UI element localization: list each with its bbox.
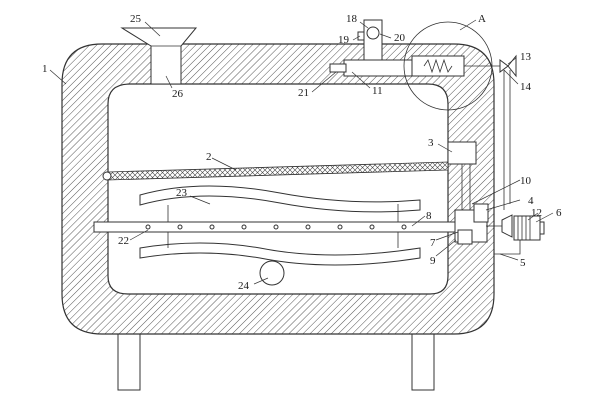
label-12: 12 <box>531 207 542 219</box>
pump-body <box>363 19 383 61</box>
label-9: 9 <box>430 255 436 267</box>
label-21: 21 <box>298 87 309 99</box>
label-7: 7 <box>430 237 436 249</box>
label-23: 23 <box>176 187 188 199</box>
lower-guide-plate <box>139 242 421 266</box>
spray-holes <box>145 224 407 230</box>
pump-wheel <box>366 26 380 40</box>
bearing-seat <box>457 229 473 245</box>
housing-wall <box>61 43 495 335</box>
label-6: 6 <box>556 207 562 219</box>
label-10: 10 <box>520 175 532 187</box>
label-1: 1 <box>42 63 48 75</box>
screen-plate <box>107 161 449 181</box>
label-2: 2 <box>206 151 212 163</box>
label-18: 18 <box>346 13 358 25</box>
label-25: 25 <box>130 13 142 25</box>
support-leg-right <box>411 331 435 391</box>
label-26: 26 <box>172 88 184 100</box>
coupling <box>473 203 489 223</box>
transmission-belt <box>494 70 521 255</box>
label-5: 5 <box>520 257 526 269</box>
vibrator-block <box>447 141 477 165</box>
end-valve <box>499 59 509 73</box>
screen-hinge <box>102 171 112 181</box>
motor-fins <box>517 216 531 240</box>
pipe-nozzle <box>329 63 347 73</box>
cone-joint <box>501 214 513 238</box>
label-11: 11 <box>372 85 383 97</box>
drain-valve <box>259 260 285 286</box>
label-8: 8 <box>426 210 432 222</box>
label-14: 14 <box>520 81 532 93</box>
label-22: 22 <box>118 235 129 247</box>
label-13: 13 <box>520 51 532 63</box>
label-3: 3 <box>428 137 434 149</box>
label-A: A <box>478 13 486 25</box>
spring <box>423 58 453 74</box>
label-19: 19 <box>338 34 350 46</box>
leader-lines <box>49 19 554 285</box>
label-4: 4 <box>528 195 534 207</box>
upper-guide-plate <box>139 185 421 213</box>
support-leg-left <box>117 331 141 391</box>
label-24: 24 <box>238 280 250 292</box>
label-20: 20 <box>394 32 406 44</box>
part-labels: 1 2 3 4 5 6 7 8 9 10 11 12 13 14 18 19 2… <box>42 13 562 292</box>
